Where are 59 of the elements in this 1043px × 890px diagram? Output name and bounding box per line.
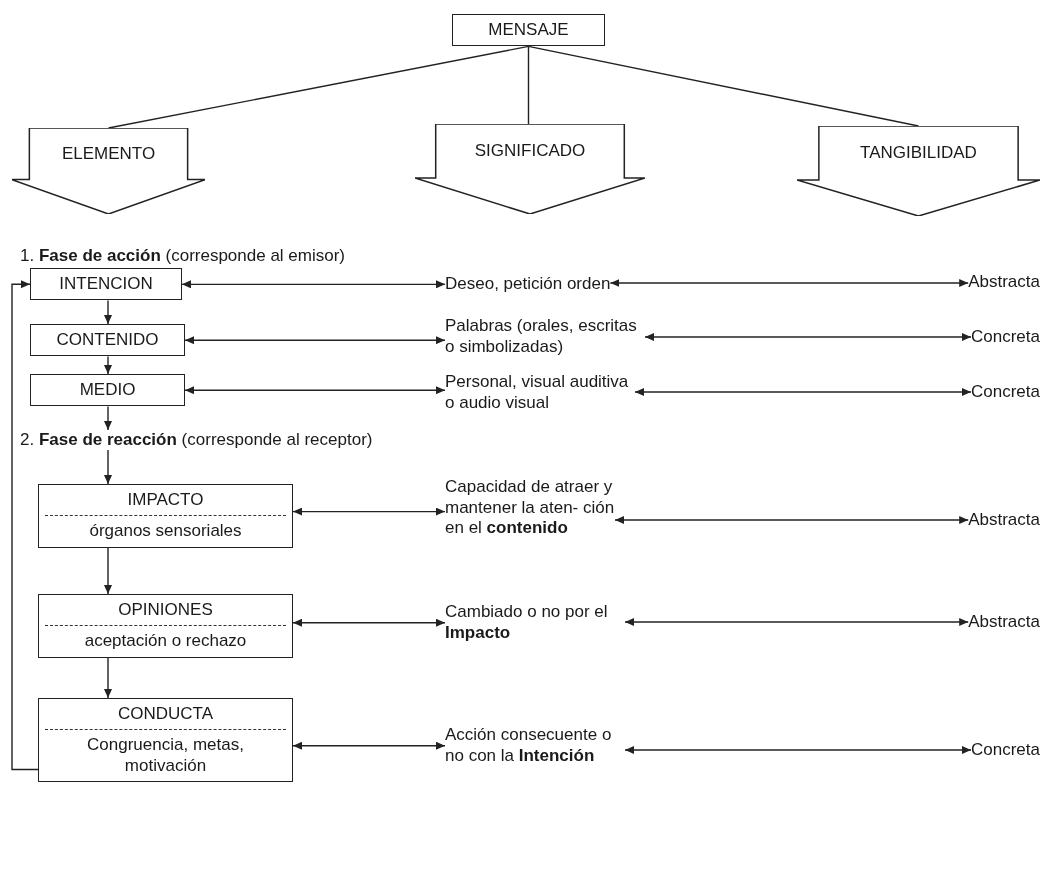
arrow [104,449,112,485]
arrow [104,657,112,699]
box-subtitle: aceptación o rechazo [84,631,247,651]
process-box [38,484,293,548]
description-text: Capacidad de atraer y mantener la aten- ción en el contenido [445,477,615,540]
category-label: SIGNIFICADO [474,141,586,161]
connector-line [107,45,530,129]
tangibility-text: Abstracta [968,612,1040,632]
tangibility-text: Concreta [971,327,1040,347]
block-arrow [12,128,205,214]
arrow [104,547,112,595]
process-box [38,698,293,783]
description-text: Cambiado o no por el Impacto [445,602,625,644]
phase-heading: 2. Fase de reacción (corresponde al receptor) [20,430,373,450]
tangibility-text: Concreta [971,740,1040,760]
double-arrow [624,746,972,754]
phase-heading: 1. Fase de acción (corresponde al emisor) [20,246,346,266]
process-box [452,14,605,47]
description-text: Acción consecuente o no con la Intención [445,725,625,767]
double-arrow [644,333,972,341]
arrow [104,405,112,431]
description-text: Personal, visual auditiva o audio visual [445,372,635,414]
arrow [11,280,39,771]
box-subtitle: órganos sensoriales [89,521,242,541]
category-label: TANGIBILIDAD [860,143,977,163]
double-arrow [634,388,972,396]
double-arrow [181,280,446,289]
process-box [38,594,293,658]
connector-line [527,45,920,127]
tangibility-text: Concreta [971,382,1040,402]
process-box [30,324,185,357]
block-arrow [797,126,1040,216]
category-label: ELEMENTO [61,143,156,164]
double-arrow [184,386,446,395]
arrow [104,355,112,375]
double-arrow [184,336,446,345]
box-title: INTENCION [59,274,153,293]
block-arrow [415,124,645,214]
process-box [30,268,182,301]
double-arrow [292,507,446,516]
box-title: MENSAJE [488,20,569,39]
box-title: OPINIONES [118,600,213,619]
box-title: CONDUCTA [117,704,214,723]
box-title: IMPACTO [127,490,204,509]
box-title: MEDIO [79,380,136,399]
description-text: Palabras (orales, escritas o simbolizadas) [445,316,645,358]
double-arrow [624,618,969,626]
tangibility-text: Abstracta [968,272,1040,292]
box-title: CONTENIDO [56,330,159,349]
box-subtitle: Congruencia, metas, motivación [87,735,244,775]
description-text: Deseo, petición orden [445,274,611,295]
double-arrow [609,279,969,287]
double-arrow [292,741,446,750]
tangibility-text: Abstracta [968,510,1040,530]
process-box [30,374,185,407]
arrow [104,299,112,325]
double-arrow [614,516,969,524]
connector-line [527,45,530,125]
double-arrow [292,618,446,627]
